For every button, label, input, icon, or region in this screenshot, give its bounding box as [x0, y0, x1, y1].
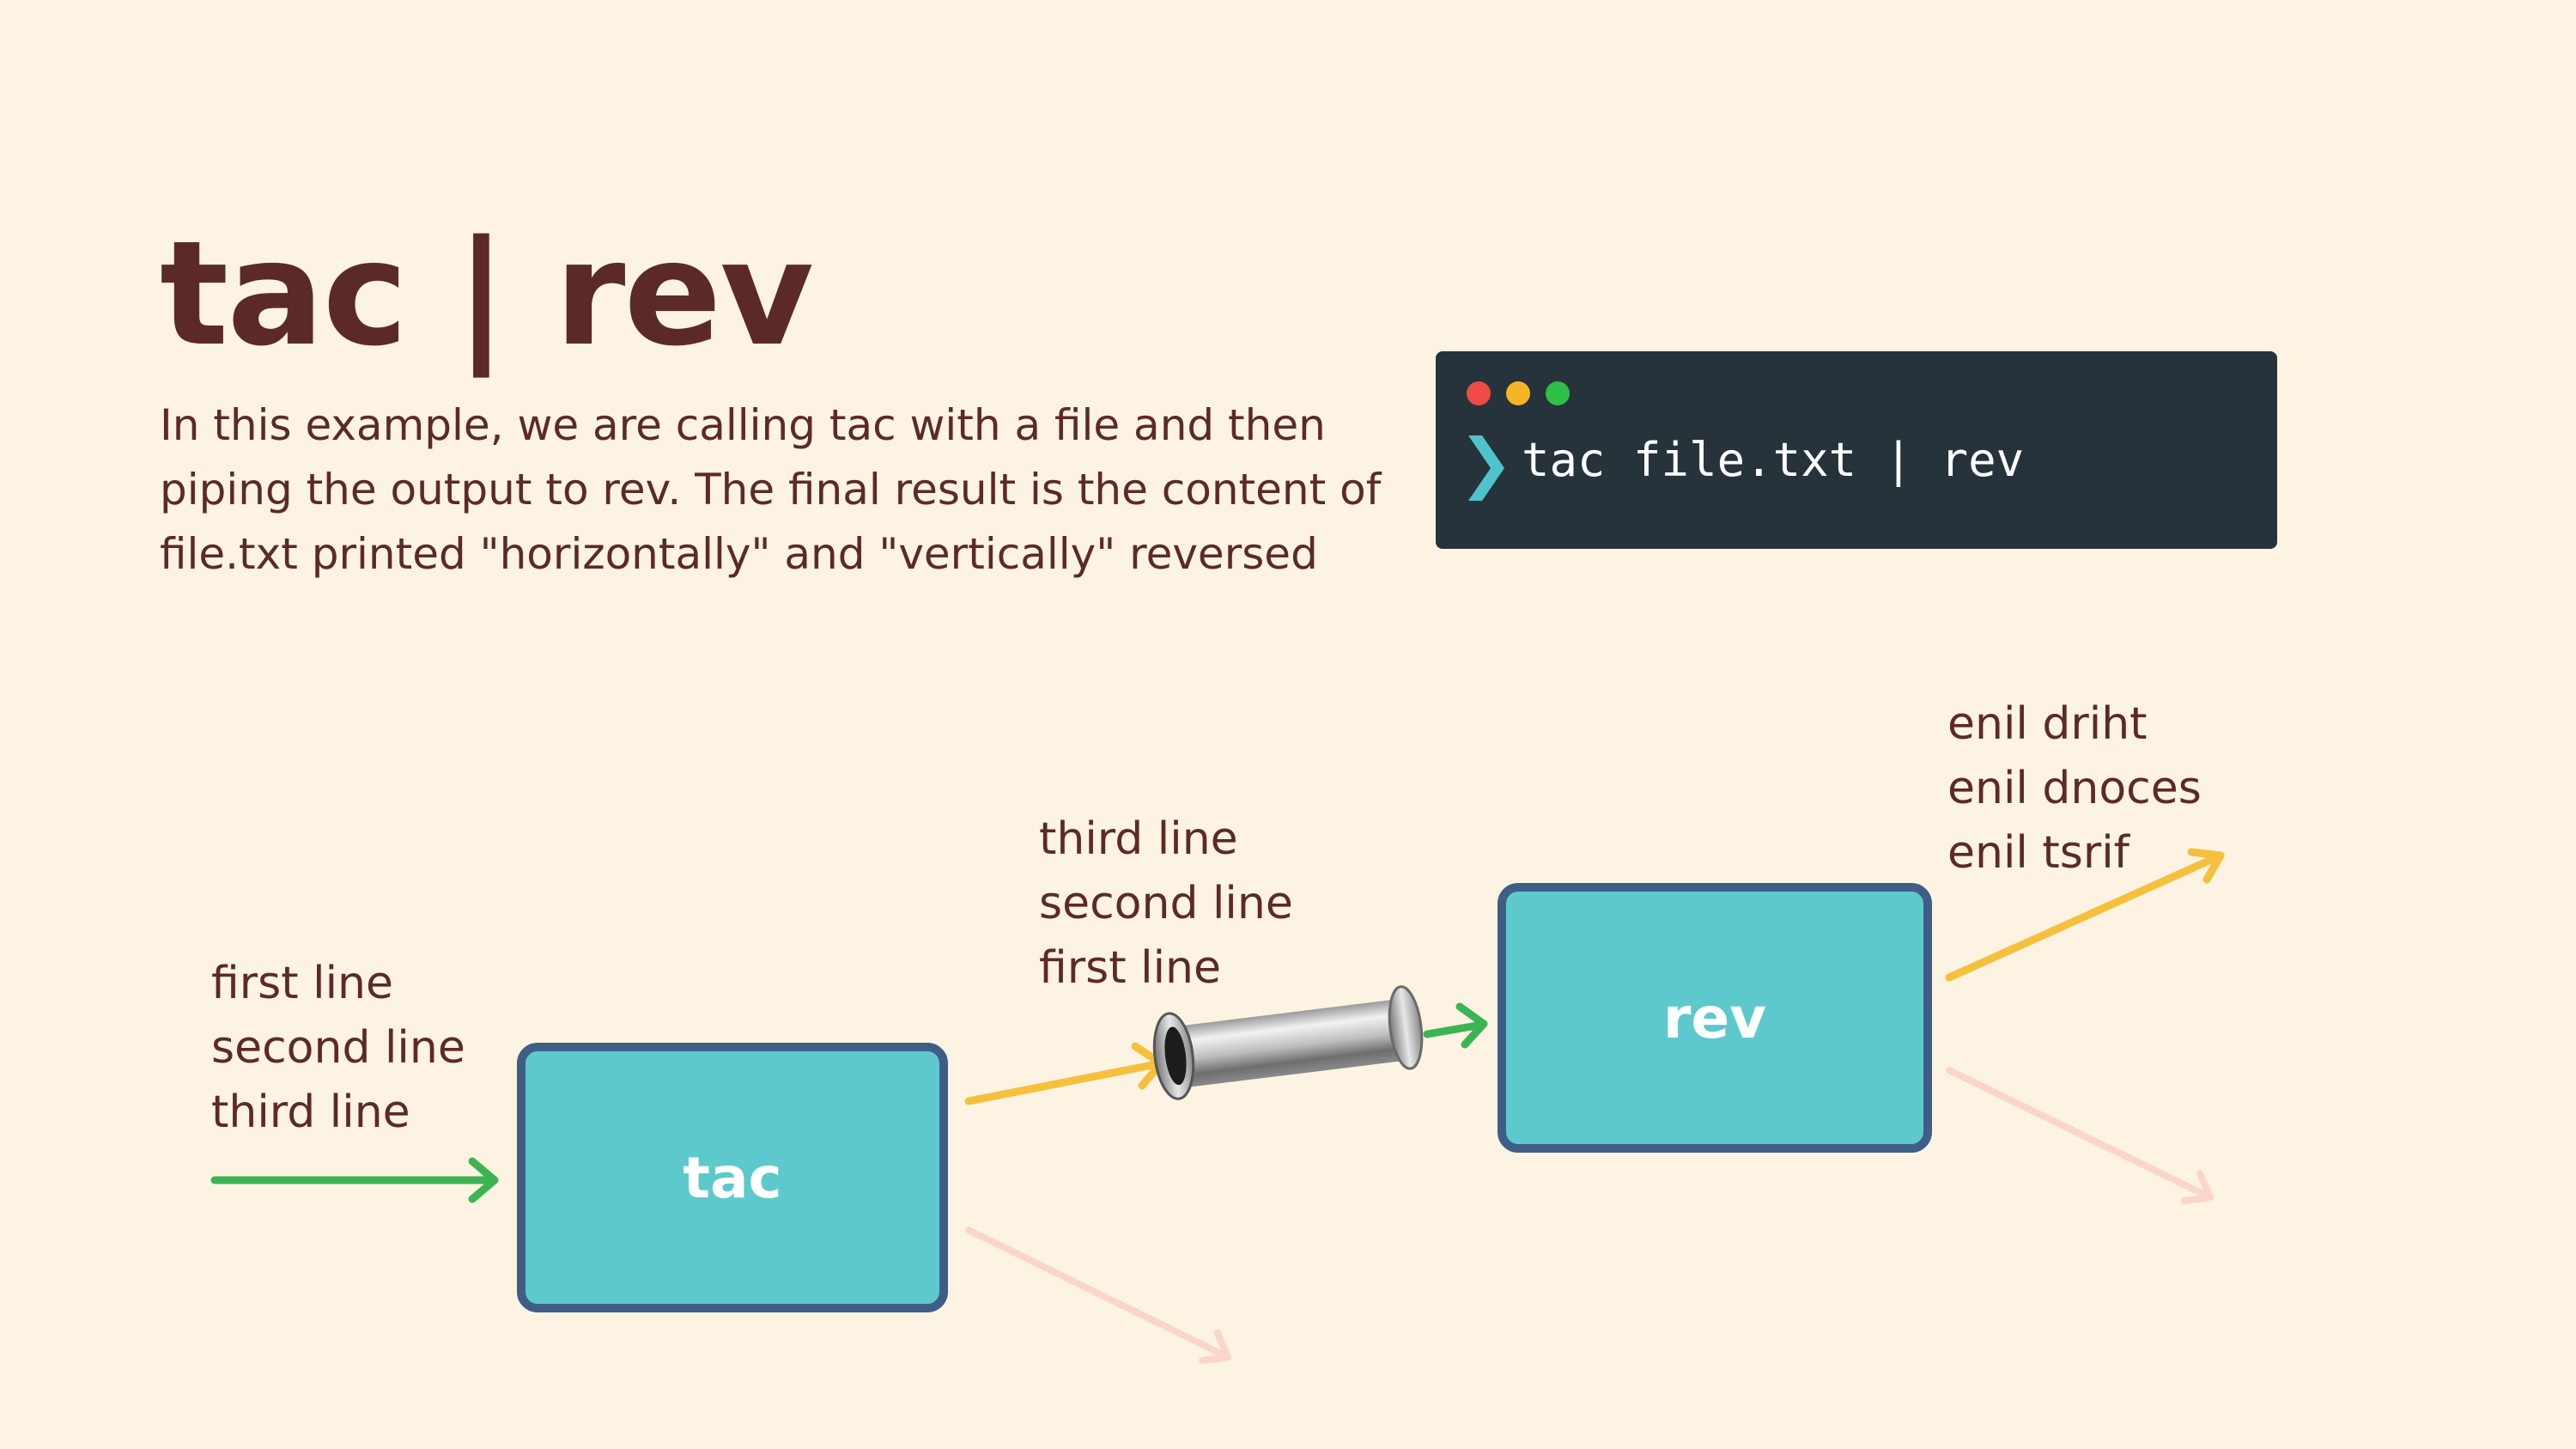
close-dot-icon [1467, 381, 1491, 405]
pipe-line: first line [1039, 942, 1221, 994]
tac-stderr-arrow [965, 1227, 1231, 1364]
minimize-dot-icon [1506, 381, 1530, 405]
pipe-line: second line [1039, 878, 1293, 929]
pipe-icon [1152, 985, 1424, 1100]
rev-box: rev [1498, 883, 1932, 1153]
terminal-command: tac file.txt | rev [1522, 433, 2025, 487]
description-line: In this example, we are calling tac with… [160, 400, 1326, 450]
input-line: first line [211, 958, 393, 1009]
tac-stdout-arrow [964, 1042, 1165, 1105]
maximize-dot-icon [1546, 381, 1570, 405]
input-line: third line [211, 1087, 410, 1138]
output-lines: enil driht enil dnoces enil tsrif [1947, 692, 2202, 886]
description: In this example, we are calling tac with… [160, 393, 1382, 587]
pipe-lines: third line second line first line [1039, 807, 1293, 1001]
tac-box-label: tac [683, 1144, 782, 1211]
input-line: second line [211, 1022, 465, 1074]
chevron-right-icon [1468, 435, 1504, 501]
description-line: file.txt printed "horizontally" and "ver… [160, 529, 1318, 579]
tac-box: tac [517, 1043, 948, 1312]
rev-stderr-arrow [1946, 1067, 2214, 1204]
page-title: tac | rev [160, 210, 814, 378]
output-line: enil tsrif [1947, 827, 2129, 879]
stdin-arrow [210, 1157, 499, 1203]
output-line: enil dnoces [1947, 763, 2202, 814]
description-line: piping the output to rev. The final resu… [160, 465, 1382, 514]
pipe-to-rev-arrow [1423, 1002, 1488, 1049]
rev-stdout-arrow [1945, 848, 2225, 982]
output-line: enil driht [1947, 698, 2148, 750]
input-lines: first line second line third line [211, 952, 465, 1145]
terminal-window: tac file.txt | rev [1436, 351, 2277, 549]
rev-box-label: rev [1662, 984, 1767, 1051]
pipe-line: third line [1039, 813, 1238, 865]
